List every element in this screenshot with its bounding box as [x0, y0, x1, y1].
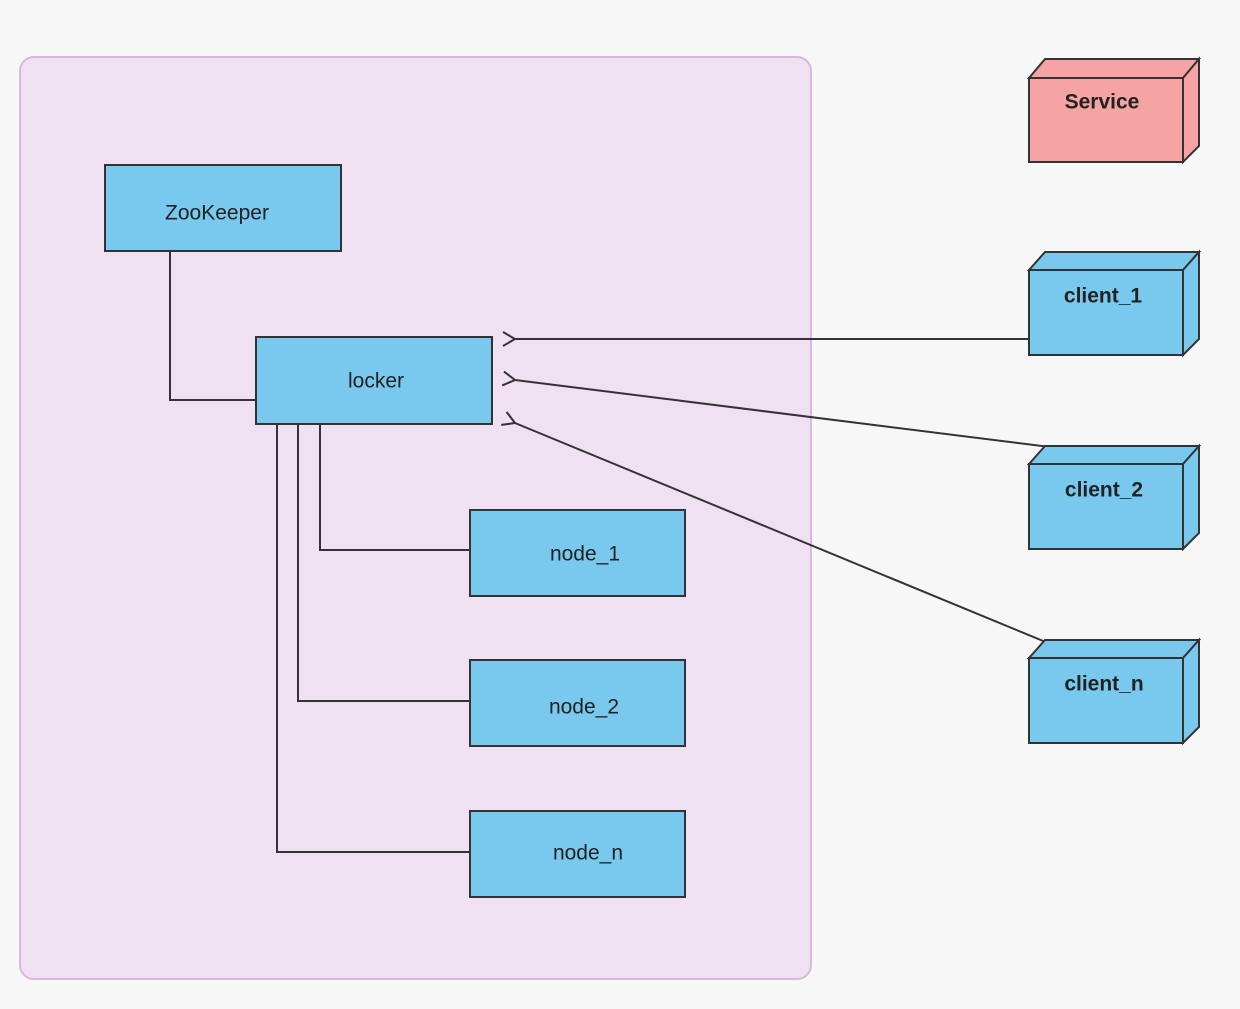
client-2-node[interactable]: client_2 — [1026, 443, 1202, 552]
zookeeper-node[interactable]: ZooKeeper — [104, 164, 342, 252]
zookeeper-cluster-container — [19, 56, 812, 980]
arrow-client-n-to-locker — [501, 411, 1049, 644]
node-n-label: node_n — [553, 842, 623, 865]
cluster-connectors — [169, 251, 470, 853]
client-n-node[interactable]: client_n — [1026, 637, 1202, 746]
node-2-label: node_2 — [549, 696, 619, 719]
client-1-node[interactable]: client_1 — [1026, 249, 1202, 358]
node-n[interactable]: node_n — [469, 810, 686, 898]
service-label: Service — [1065, 91, 1140, 114]
locker-node[interactable]: locker — [255, 336, 493, 425]
client-2-label: client_2 — [1065, 479, 1143, 502]
node-2[interactable]: node_2 — [469, 659, 686, 747]
node-1-label: node_1 — [550, 543, 620, 566]
client-n-label: client_n — [1064, 673, 1143, 696]
node-1[interactable]: node_1 — [469, 509, 686, 597]
arrow-client-2-to-locker — [501, 370, 1051, 448]
connector-locker-node-1 — [319, 424, 470, 551]
connector-zookeeper-locker — [169, 251, 256, 401]
connector-locker-node-n — [276, 424, 470, 853]
client-1-label: client_1 — [1064, 285, 1143, 308]
locker-label: locker — [348, 370, 404, 393]
service-node[interactable]: Service — [1026, 56, 1202, 165]
zookeeper-label: ZooKeeper — [165, 202, 269, 225]
client-arrows — [501, 331, 1051, 644]
connector-locker-node-2 — [297, 424, 470, 702]
